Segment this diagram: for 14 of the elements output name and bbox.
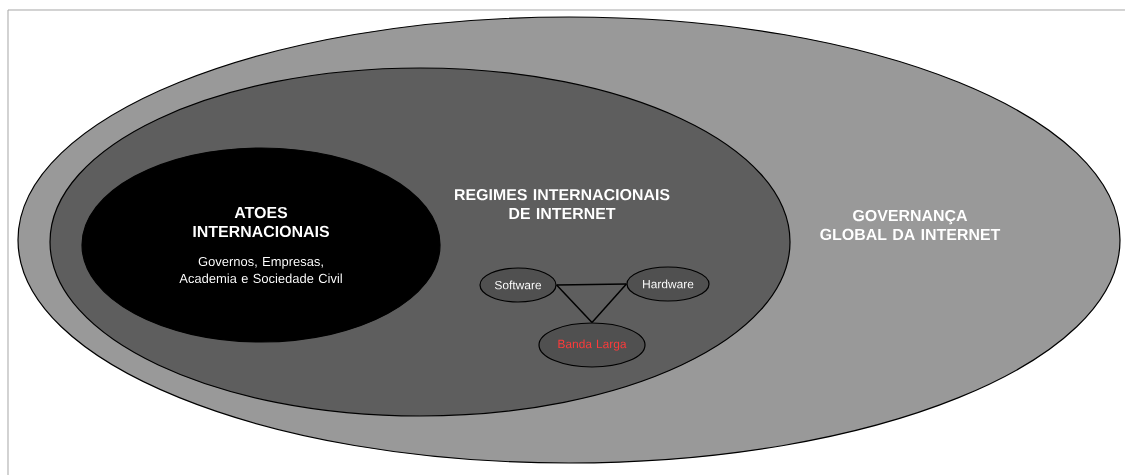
node-label: ATOES INTERNACIONAIS (193, 206, 329, 238)
ellipse (479, 267, 557, 303)
connector-line (591, 283, 628, 324)
connector-line (555, 283, 628, 286)
connector-line (555, 284, 593, 324)
inner-ellipse (81, 147, 441, 343)
node-label: GOVERNANÇA GLOBAL DA INTERNET (820, 209, 1001, 241)
node-label: REGIMES INTERNACIONAIS DE INTERNET (455, 188, 670, 220)
node-label: Hardware (643, 279, 694, 289)
ellipse (626, 266, 710, 302)
node-label: Software (494, 280, 542, 290)
node-label: Governos, Empresas, Academia e Sociedade Civil (179, 256, 342, 284)
ellipse (538, 322, 646, 368)
node-label: Banda Larga (558, 339, 627, 351)
